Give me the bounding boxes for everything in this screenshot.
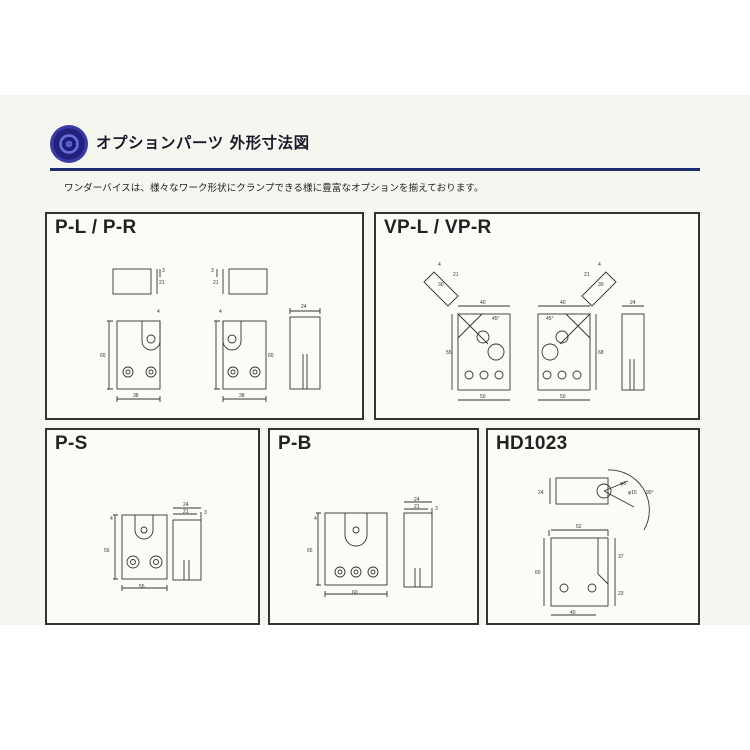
ps-dim-width: 55 [139, 584, 145, 590]
vp-dim-4-r: 4 [598, 262, 601, 268]
intro-text: ワンダーバイスは、様々なワーク形状にクランプできる様に豊富なオプションを揃えてお… [64, 183, 484, 194]
panel-ps: P-S 4 56 55 24 21 3 [45, 428, 260, 625]
pl-dim-side-t: 4 [157, 309, 160, 315]
pl-dim-height: 60 [100, 353, 106, 359]
pb-dim-height: 65 [307, 548, 313, 554]
pb-dim-tab: 3 [435, 506, 438, 512]
ps-drawing: 4 56 55 24 21 3 [104, 502, 207, 591]
section-circle-icon [50, 125, 88, 163]
pl-dim-width: 38 [133, 393, 139, 399]
vp-dim-angle-r: 45° [546, 316, 554, 322]
pl-dim-width-r: 38 [239, 393, 245, 399]
pl-dim-top-h-r: 21 [213, 280, 219, 286]
panel-pl-pr: P-L / P-R 21 3 21 3 4 4 60 60 [45, 212, 364, 420]
hd-dim-height: 60 [535, 570, 541, 576]
ps-dim-tab: 3 [204, 510, 207, 516]
hd-dim-upper: 37 [618, 554, 624, 560]
vp-dim-height-r: 68 [598, 350, 604, 356]
vp-dim-30-r: 30 [598, 282, 604, 288]
hd-dim-arc: 90° [646, 490, 654, 496]
hd-dim-lower: 23 [618, 591, 624, 597]
hd-dim-top-w: 52 [576, 524, 582, 530]
vp-dim-21: 21 [453, 272, 459, 278]
section-title: オプションパーツ 外形寸法図 [96, 134, 310, 152]
panel-pb: P-B 4 65 60 24 21 3 [268, 428, 479, 625]
vp-dim-height: 55 [446, 350, 452, 356]
pl-dim-side-w: 24 [301, 304, 307, 310]
page-bottom-blank [0, 625, 750, 750]
pb-dim-side-t: 4 [314, 516, 317, 522]
vp-dim-base-w: 50 [480, 394, 486, 400]
hd-dim-24: 24 [538, 490, 544, 496]
vp-dim-angle: 45° [492, 316, 500, 322]
pl-dim-top-t-r: 3 [211, 268, 214, 274]
panel-title: P-B [278, 433, 312, 454]
pb-dim-width: 60 [352, 590, 358, 596]
vp-dim-30: 30 [438, 282, 444, 288]
pl-dim-side-t-r: 4 [219, 309, 222, 315]
pl-dim-height-r: 60 [268, 353, 274, 359]
pl-dim-top-t: 3 [162, 268, 165, 274]
pb-dim-side-w: 24 [414, 497, 420, 503]
ps-dim-side-w: 24 [183, 502, 189, 508]
vp-dim-21-r: 21 [584, 272, 590, 278]
hd-dim-base-w: 40 [570, 610, 576, 616]
pl-drawing: 21 3 21 3 4 4 60 60 38 38 24 [100, 268, 321, 402]
vp-dim-4: 4 [438, 262, 441, 268]
vp-dim-top-w: 40 [480, 300, 486, 306]
ps-dim-height: 56 [104, 548, 110, 554]
hd-drawing: 24 φ6 φ15 90° 52 60 37 23 40 [535, 469, 654, 616]
hd-dim-phi15: φ15 [628, 490, 637, 496]
pb-drawing: 4 65 60 24 21 3 [307, 497, 438, 597]
panel-title: HD1023 [496, 433, 568, 454]
pb-dim-inner: 21 [414, 504, 420, 510]
vp-dim-top-w-r: 40 [560, 300, 566, 306]
ps-dim-side-t: 4 [110, 516, 113, 522]
hd-dim-phi6: φ6 [620, 481, 626, 487]
vp-dim-base-w-r: 50 [560, 394, 566, 400]
vp-dim-side-w: 24 [630, 300, 636, 306]
title-underline [50, 168, 700, 171]
panel-vp-l-vp-r: VP-L / VP-R 4 21 30 4 21 30 40 40 45° [374, 212, 700, 420]
pl-dim-top-h: 21 [159, 280, 165, 286]
panel-title: P-S [55, 433, 88, 454]
panel-hd1023: HD1023 24 φ6 φ15 90° 52 60 37 23 40 [486, 428, 700, 625]
panel-title: VP-L / VP-R [384, 217, 492, 238]
vp-drawing: 4 21 30 4 21 30 40 40 45° 45° 55 68 50 5… [423, 262, 645, 401]
ps-dim-inner: 21 [183, 509, 189, 515]
panel-title: P-L / P-R [55, 217, 137, 238]
